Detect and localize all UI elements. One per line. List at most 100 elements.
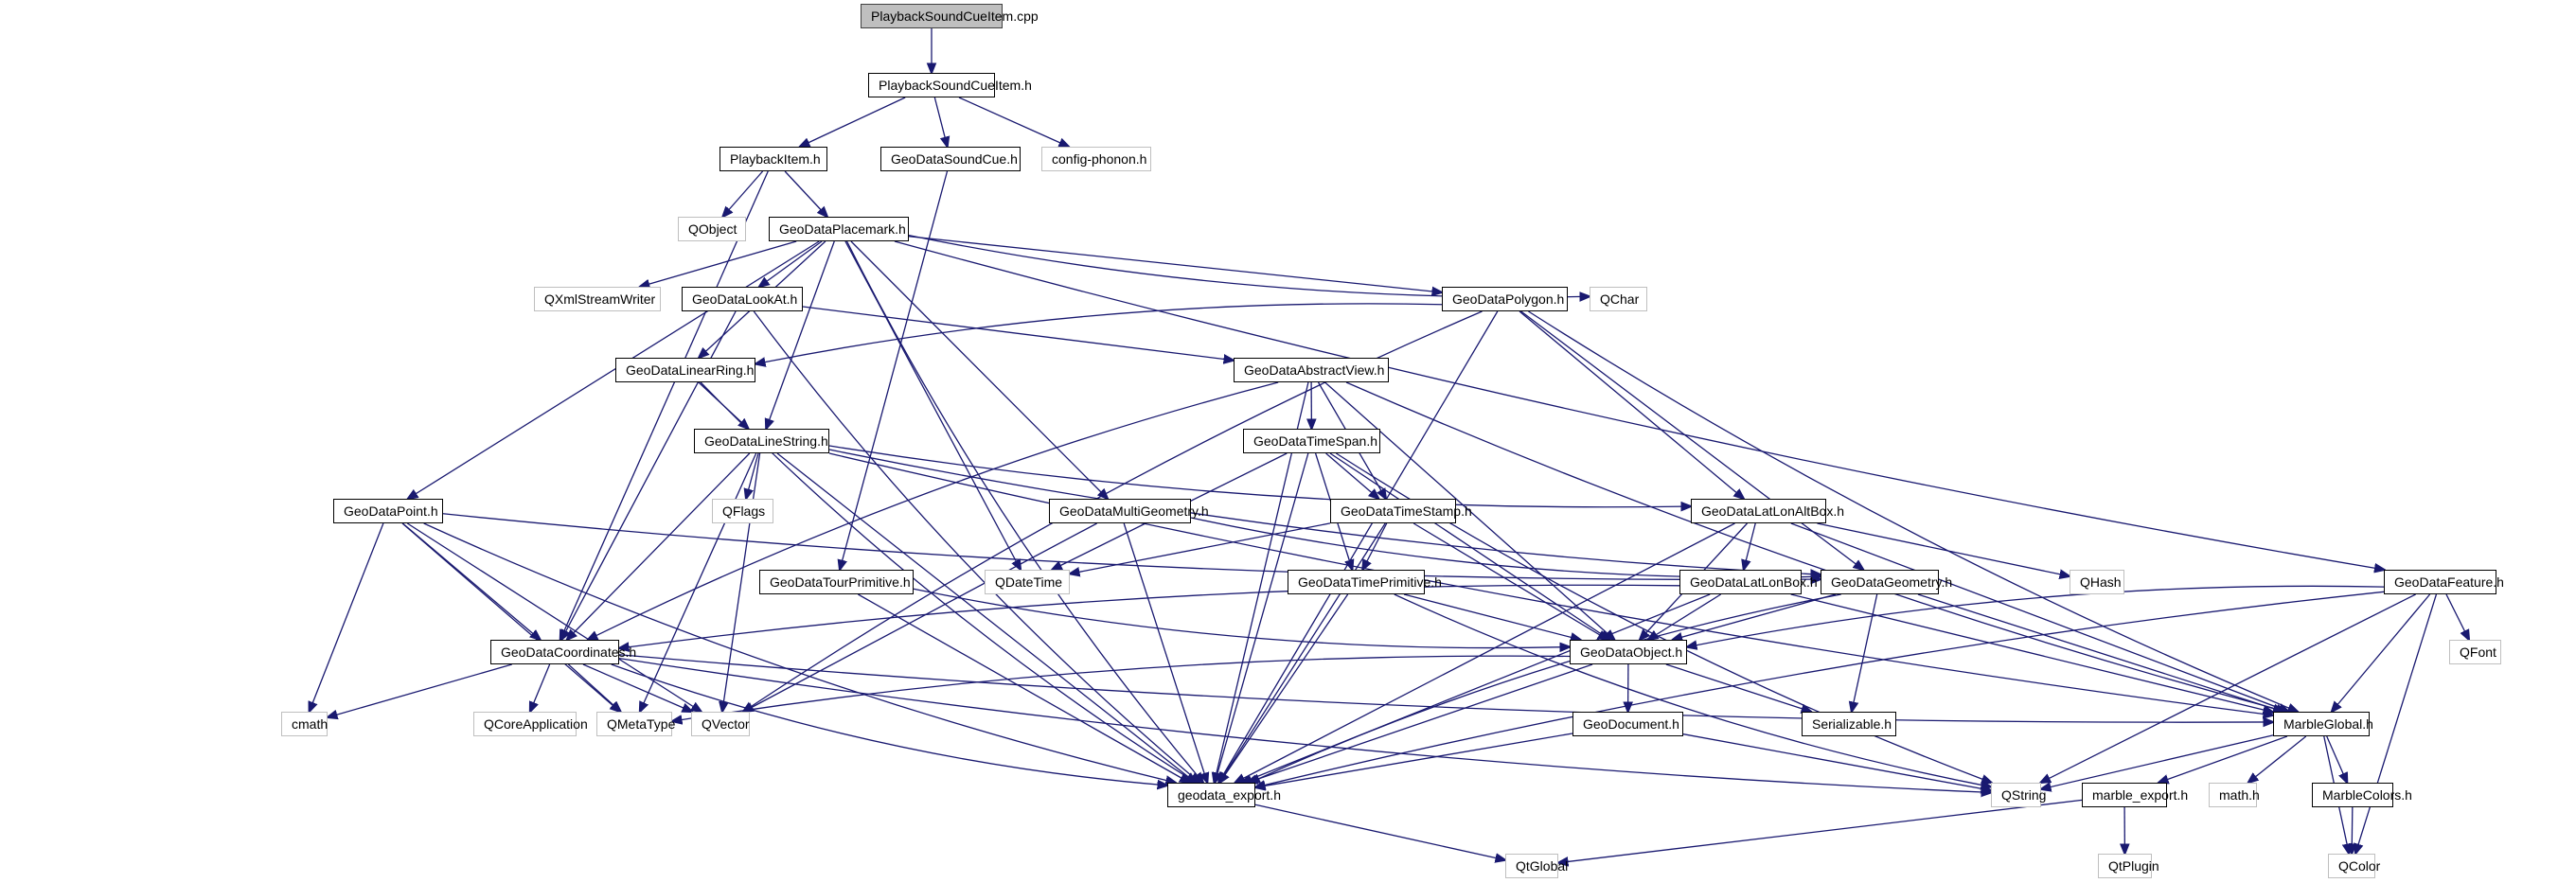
node-timeprim[interactable]: GeoDataTimePrimitive.h	[1288, 570, 1442, 594]
edge-polygon-to-geodataexport	[1218, 310, 1499, 783]
node-qflags: QFlags	[712, 499, 773, 523]
node-qhash: QHash	[2070, 570, 2124, 594]
node-polygon[interactable]: GeoDataPolygon.h	[1442, 287, 1568, 311]
edge-polygon-to-linearring	[755, 303, 1443, 364]
node-playbackitem[interactable]: PlaybackItem.h	[720, 147, 827, 171]
edge-point-to-qmetatype	[401, 522, 620, 712]
edge-linestring-to-geodataexport	[776, 452, 1196, 783]
edge-multigeom-to-geodataexport	[1123, 522, 1207, 783]
edge-lookat-to-abstractview	[802, 306, 1234, 361]
edge-timespan-to-timestamp	[1325, 452, 1379, 499]
edge-placemark-to-polygon	[908, 236, 1442, 292]
edge-coords-to-qcoreapp	[530, 663, 551, 712]
edge-timeprim-to-geodataexport	[1219, 593, 1349, 783]
edge-polygon-to-marbleglobal	[1528, 310, 2298, 712]
node-geodocument[interactable]: GeoDocument.h	[1572, 712, 1683, 736]
edge-linestring-to-geometry	[828, 449, 1821, 574]
edge-polygon-to-geometry	[1520, 310, 1864, 570]
edge-geometry-to-marbleglobal	[1917, 593, 2283, 712]
edge-linestring-to-qmetatype	[640, 452, 757, 712]
node-qxml: QXmlStreamWriter	[534, 287, 661, 311]
edge-timespan-to-object	[1329, 452, 1610, 640]
edge-latlonbox-to-marbleglobal	[1790, 593, 2273, 713]
edge-playbackitem-to-placemark	[784, 170, 827, 217]
node-marblecolors[interactable]: MarbleColors.h	[2312, 783, 2412, 807]
edge-playbackitem-to-qobject	[722, 170, 764, 217]
node-soundcue[interactable]: GeoDataSoundCue.h	[880, 147, 1021, 171]
edge-latlonalt-to-latlonbox	[1744, 522, 1756, 570]
edge-coords-to-marbleglobal	[618, 654, 2273, 722]
edge-latlonalt-to-geodataexport	[1235, 522, 1735, 783]
edge-geometry-to-geodataexport	[1250, 593, 1841, 783]
edge-linestring-to-marbleglobal	[828, 452, 2273, 715]
node-qobject: QObject	[678, 217, 746, 241]
edge-tourprim-to-geodataexport	[858, 593, 1189, 783]
node-qchar: QChar	[1590, 287, 1647, 311]
node-coords[interactable]: GeoDataCoordinates.h	[490, 640, 636, 664]
edge-timeprim-to-qstring	[1394, 593, 1991, 786]
edge-placemark-to-point	[408, 240, 820, 499]
edge-linestring-to-coords	[567, 452, 751, 640]
edge-marbleexport-to-qtglobal	[1558, 799, 2083, 862]
node-linestring[interactable]: GeoDataLineString.h	[694, 429, 829, 453]
edge-placemark-to-geodataexport	[845, 240, 1203, 783]
edge-soundcue-to-tourprim	[840, 170, 949, 570]
edge-coords-to-qvector	[582, 663, 692, 712]
edge-abstractview-to-marbleglobal	[1345, 381, 2286, 712]
node-timestamp[interactable]: GeoDataTimeStamp.h	[1330, 499, 1472, 523]
edge-geometry-to-object	[1673, 593, 1837, 640]
edge-marbleglobal-to-qstring	[2041, 734, 2274, 789]
edge-geodataexport-to-qtglobal	[1254, 804, 1505, 859]
edge-point-to-qvector	[406, 522, 701, 712]
edge-point-to-geodataexport	[423, 522, 1176, 783]
edge-placemark-to-qxml	[640, 240, 797, 287]
edge-feature-to-qstring	[2040, 593, 2416, 783]
node-tourprim[interactable]: GeoDataTourPrimitive.h	[759, 570, 914, 594]
node-root[interactable]: PlaybackSoundCueItem.cpp	[861, 4, 1039, 28]
edge-object-to-geodataexport	[1247, 663, 1593, 783]
edge-feature-to-object	[1687, 585, 2385, 646]
edge-timestamp-to-timeprim	[1362, 522, 1388, 570]
node-abstractview[interactable]: GeoDataAbstractView.h	[1234, 358, 1389, 382]
edge-multigeom-to-qvector	[743, 522, 1097, 712]
edge-point-to-cmath	[310, 522, 384, 712]
edge-psci_h-to-soundcue	[933, 97, 947, 147]
edge-latlonalt-to-qhash	[1817, 522, 2070, 576]
node-marbleexport[interactable]: marble_export.h	[2082, 783, 2188, 807]
edge-placemark-to-multigeom	[850, 240, 1108, 499]
edge-polygon-to-latlonalt	[1519, 310, 1744, 499]
edge-coords-to-qstring	[618, 658, 1991, 793]
node-timespan[interactable]: GeoDataTimeSpan.h	[1243, 429, 1380, 453]
node-serializable[interactable]: Serializable.h	[1802, 712, 1896, 736]
node-object[interactable]: GeoDataObject.h	[1570, 640, 1687, 664]
node-marbleglobal[interactable]: MarbleGlobal.h	[2273, 712, 2373, 736]
edge-geodocument-to-qstring	[1682, 733, 1991, 790]
edge-geodocument-to-geodataexport	[1255, 733, 1573, 787]
edge-timespan-to-geodataexport	[1215, 452, 1309, 783]
node-lookat[interactable]: GeoDataLookAt.h	[682, 287, 803, 311]
node-latlonalt[interactable]: GeoDataLatLonAltBox.h	[1691, 499, 1844, 523]
node-point[interactable]: GeoDataPoint.h	[333, 499, 443, 523]
edge-placemark-to-feature	[894, 240, 2385, 570]
node-configphonon: config-phonon.h	[1041, 147, 1151, 171]
node-geodataexport[interactable]: geodata_export.h	[1167, 783, 1281, 807]
node-qcoreapp: QCoreApplication	[473, 712, 588, 736]
node-geometry[interactable]: GeoDataGeometry.h	[1821, 570, 1952, 594]
node-multigeom[interactable]: GeoDataMultiGeometry.h	[1049, 499, 1209, 523]
edge-timestamp-to-geodataexport	[1219, 522, 1386, 783]
node-placemark[interactable]: GeoDataPlacemark.h	[769, 217, 909, 241]
node-latlonbox[interactable]: GeoDataLatLonBox.h	[1679, 570, 1818, 594]
edge-latlonbox-to-object	[1648, 593, 1722, 640]
edge-object-to-serializable	[1665, 663, 1811, 712]
edge-lookat-to-geodataexport	[753, 310, 1199, 783]
edge-abstractview-to-coords	[588, 381, 1279, 640]
node-linearring[interactable]: GeoDataLinearRing.h	[615, 358, 755, 382]
node-feature[interactable]: GeoDataFeature.h	[2384, 570, 2504, 594]
edge-feature-to-marbleglobal	[2332, 593, 2431, 712]
node-qtplugin: QtPlugin	[2098, 854, 2159, 878]
edge-placemark-to-linestring	[766, 240, 835, 429]
edge-latlonalt-to-marbleglobal	[1790, 522, 2289, 712]
node-qfont: QFont	[2449, 640, 2501, 664]
node-psci_h[interactable]: PlaybackSoundCueItem.h	[868, 73, 1032, 97]
edge-geometry-to-serializable	[1852, 593, 1878, 712]
